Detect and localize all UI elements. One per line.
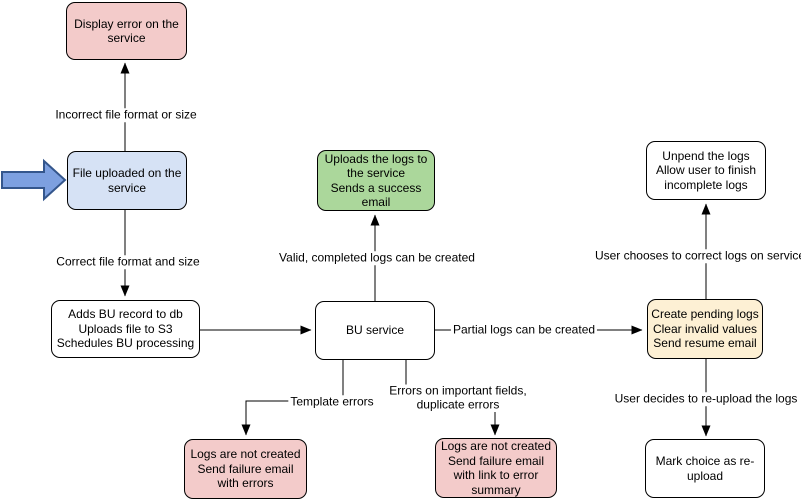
node-uploads-logs-label: Uploads the logs to the service Sends a … bbox=[324, 151, 428, 210]
node-mark-reupload-label: Mark choice as re- upload bbox=[655, 454, 755, 483]
edge-label-important-field-errors: Errors on important fields, duplicate er… bbox=[387, 383, 529, 412]
edge-label-user-reuploads: User decides to re-upload the logs bbox=[612, 391, 800, 406]
edge-label-correct-format: Correct file format and size bbox=[54, 254, 202, 269]
node-logs-not-created-errors: Logs are not created Send failure email … bbox=[184, 439, 307, 499]
node-adds-bu-record-label: Adds BU record to db Uploads file to S3 … bbox=[56, 307, 195, 351]
node-file-uploaded: File uploaded on the service bbox=[67, 151, 187, 210]
node-logs-not-created-errors-label: Logs are not created Send failure email … bbox=[190, 447, 301, 491]
edge-label-user-corrects: User chooses to correct logs on service bbox=[592, 249, 801, 263]
node-uploads-logs: Uploads the logs to the service Sends a … bbox=[317, 150, 435, 211]
node-adds-bu-record: Adds BU record to db Uploads file to S3 … bbox=[51, 300, 200, 358]
node-create-pending-logs: Create pending logs Clear invalid values… bbox=[647, 299, 763, 359]
node-file-uploaded-label: File uploaded on the service bbox=[72, 166, 182, 195]
node-bu-service: BU service bbox=[315, 301, 435, 360]
node-logs-not-created-summary: Logs are not created Send failure email … bbox=[435, 438, 557, 498]
node-display-error-label: Display error on the service bbox=[74, 16, 179, 46]
node-create-pending-logs-label: Create pending logs Clear invalid values… bbox=[651, 307, 759, 351]
node-mark-reupload: Mark choice as re- upload bbox=[645, 439, 765, 498]
node-unpend-logs: Unpend the logs Allow user to finish inc… bbox=[646, 141, 766, 200]
edge-label-partial-logs: Partial logs can be created bbox=[450, 322, 598, 337]
node-logs-not-created-summary-label: Logs are not created Send failure email … bbox=[440, 439, 552, 497]
node-unpend-logs-label: Unpend the logs Allow user to finish inc… bbox=[655, 148, 757, 192]
entry-arrow-icon bbox=[1, 158, 67, 202]
edge-label-template-errors: Template errors bbox=[288, 394, 376, 409]
node-bu-service-label: BU service bbox=[345, 323, 404, 338]
edge-label-incorrect-format: Incorrect file format or size bbox=[53, 107, 199, 122]
edge-label-valid-logs: Valid, completed logs can be created bbox=[277, 250, 477, 265]
node-display-error: Display error on the service bbox=[66, 2, 187, 60]
